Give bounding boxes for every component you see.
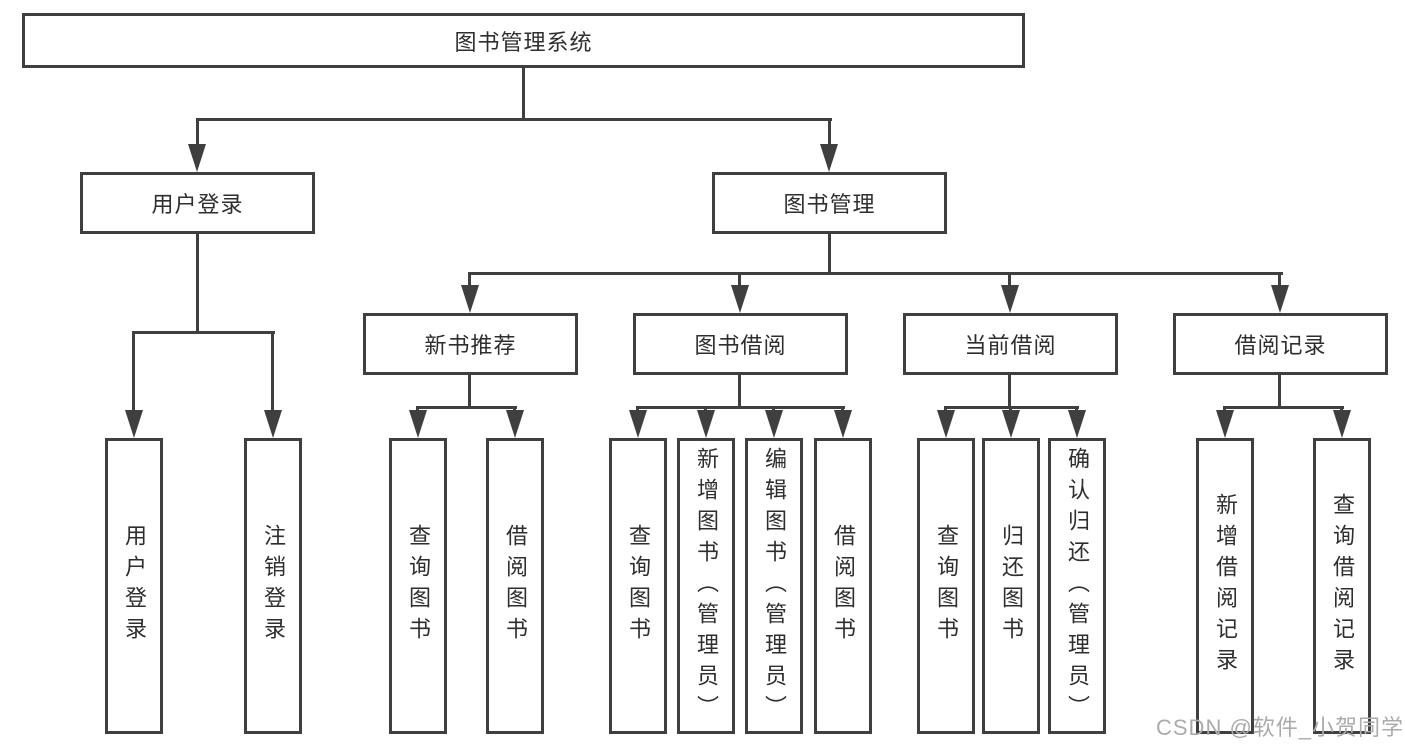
arrowhead-borrow-record-icon	[1271, 285, 1289, 313]
arrowhead-new-book-recommend-icon	[461, 285, 479, 313]
leaf-bb-query-book: 查询图书	[609, 438, 667, 734]
node-new-book-recommend: 新书推荐	[363, 313, 578, 375]
connector-bb-bar	[636, 406, 845, 409]
connector-current-borrow-drop	[1008, 273, 1011, 287]
leaf-logout-label: 注销登录	[261, 524, 286, 648]
node-book-management: 图书管理	[712, 172, 947, 234]
leaf-cb-query-book-label: 查询图书	[934, 524, 959, 648]
leaf-bb-edit-book: 编辑图书（管理员）	[745, 438, 803, 734]
arrowhead-nbr-query-icon	[409, 410, 427, 438]
arrowhead-leaf-logout-icon	[264, 410, 282, 438]
leaf-cb-confirm-return-label: 确认归还（管理员）	[1065, 446, 1090, 726]
arrowhead-nbr-borrow-icon	[506, 410, 524, 438]
connector-book-management-drop	[828, 120, 831, 146]
node-borrow-record-label: 借阅记录	[1234, 333, 1327, 358]
connector-br-down	[1278, 375, 1281, 408]
leaf-br-query-record: 查询借阅记录	[1313, 438, 1371, 734]
arrowhead-cb-confirm-icon	[1068, 410, 1086, 438]
arrowhead-book-borrow-icon	[731, 285, 749, 313]
connector-user-login-down	[196, 234, 199, 334]
arrowhead-current-borrow-icon	[1001, 285, 1019, 313]
node-user-login-label: 用户登录	[151, 192, 244, 217]
connector-book-borrow-drop	[738, 273, 741, 287]
node-book-borrow: 图书借阅	[633, 313, 848, 375]
arrowhead-bb-borrow-icon	[834, 410, 852, 438]
leaf-br-add-record-label: 新增借阅记录	[1213, 493, 1238, 679]
connector-nbr-bar	[416, 406, 517, 409]
node-new-book-recommend-label: 新书推荐	[424, 333, 517, 358]
connector-new-book-recommend-drop	[468, 273, 471, 287]
connector-leaf-logout-drop	[271, 333, 274, 412]
leaf-nbr-borrow-book: 借阅图书	[486, 438, 544, 734]
arrowhead-cb-query-icon	[937, 410, 955, 438]
leaf-cb-query-book: 查询图书	[917, 438, 975, 734]
arrowhead-cb-return-icon	[1002, 410, 1020, 438]
arrowhead-bb-add-icon	[697, 410, 715, 438]
node-current-borrow-label: 当前借阅	[964, 333, 1057, 358]
node-root-label: 图书管理系统	[454, 29, 593, 55]
node-book-borrow-label: 图书借阅	[694, 333, 787, 358]
leaf-nbr-query-book-label: 查询图书	[406, 524, 431, 648]
connector-user-login-drop	[196, 120, 199, 146]
leaf-bb-borrow-book: 借阅图书	[814, 438, 872, 734]
connector-root-drop	[522, 68, 525, 121]
arrowhead-br-add-icon	[1216, 410, 1234, 438]
arrowhead-br-query-icon	[1333, 410, 1351, 438]
leaf-nbr-query-book: 查询图书	[389, 438, 447, 734]
leaf-br-add-record: 新增借阅记录	[1196, 438, 1254, 734]
leaf-bb-edit-book-label: 编辑图书（管理员）	[762, 446, 787, 726]
leaf-cb-return-book: 归还图书	[982, 438, 1040, 734]
connector-nbr-down	[468, 375, 471, 408]
leaf-bb-query-book-label: 查询图书	[626, 524, 651, 648]
connector-bb-down	[738, 375, 741, 408]
connector-root-bar	[196, 118, 832, 121]
connector-borrow-record-drop	[1278, 273, 1281, 287]
connector-cb-down	[1008, 375, 1011, 408]
csdn-watermark: CSDN @软件_小贺同学	[1156, 715, 1405, 740]
node-book-management-label: 图书管理	[783, 192, 876, 217]
connector-leaf-user-login-drop	[132, 333, 135, 412]
connector-book-management-bar	[468, 272, 1283, 275]
arrowhead-book-management-icon	[820, 144, 838, 172]
leaf-bb-add-book-label: 新增图书（管理员）	[694, 446, 719, 726]
leaf-user-login: 用户登录	[105, 438, 163, 734]
leaf-bb-add-book: 新增图书（管理员）	[677, 438, 735, 734]
arrowhead-bb-query-icon	[629, 410, 647, 438]
leaf-user-login-label: 用户登录	[122, 524, 147, 648]
arrowhead-leaf-user-login-icon	[125, 410, 143, 438]
leaf-logout: 注销登录	[244, 438, 302, 734]
node-borrow-record: 借阅记录	[1173, 313, 1388, 375]
connector-br-bar	[1223, 406, 1344, 409]
arrowhead-bb-edit-icon	[765, 410, 783, 438]
node-root: 图书管理系统	[22, 13, 1025, 68]
arrowhead-user-login-icon	[188, 144, 206, 172]
connector-user-login-bar	[132, 331, 275, 334]
node-user-login: 用户登录	[80, 172, 315, 234]
leaf-nbr-borrow-book-label: 借阅图书	[503, 524, 528, 648]
leaf-bb-borrow-book-label: 借阅图书	[831, 524, 856, 648]
leaf-br-query-record-label: 查询借阅记录	[1330, 493, 1355, 679]
leaf-cb-return-book-label: 归还图书	[999, 524, 1024, 648]
node-current-borrow: 当前借阅	[903, 313, 1118, 375]
leaf-cb-confirm-return: 确认归还（管理员）	[1048, 438, 1106, 734]
connector-book-management-down	[828, 234, 831, 275]
